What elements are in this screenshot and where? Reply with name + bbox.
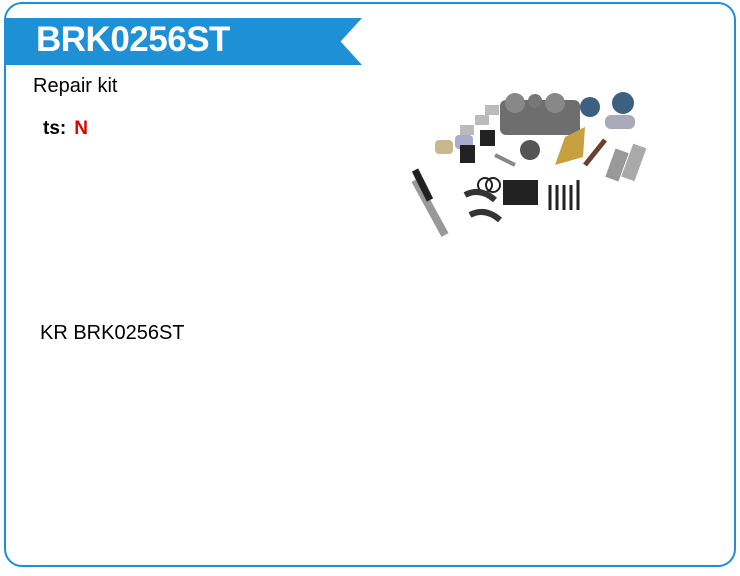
ts-label: ts: <box>43 118 67 139</box>
cross-reference: KR BRK0256ST <box>40 322 185 344</box>
ts-field: ts: N <box>43 118 88 140</box>
ts-value: N <box>74 118 88 139</box>
repair-kit-photo <box>411 92 647 237</box>
title-banner <box>5 18 362 65</box>
product-card <box>4 2 736 567</box>
product-code: BRK0256ST <box>36 20 230 59</box>
product-description: Repair kit <box>33 75 118 97</box>
